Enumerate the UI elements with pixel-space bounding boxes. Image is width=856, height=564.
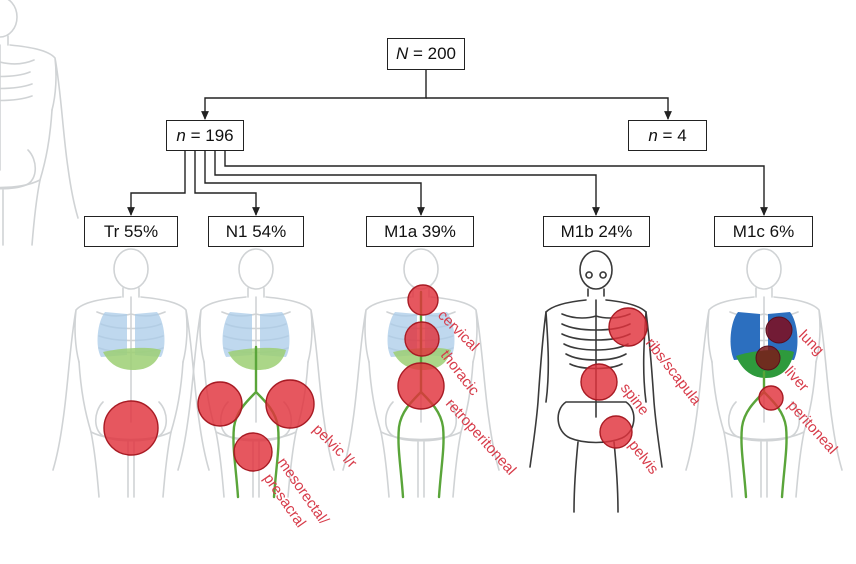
lesion-pelvis bbox=[599, 415, 633, 449]
right-value: = 4 bbox=[662, 125, 687, 145]
lung-left bbox=[97, 312, 127, 357]
stage-label: M1a 39% bbox=[384, 221, 456, 241]
lesion-retroperitoneal bbox=[397, 362, 445, 410]
lesion-ribs-scapula bbox=[608, 307, 648, 347]
root-node: N = 200 bbox=[387, 38, 465, 70]
stage-box-tr: Tr 55% bbox=[84, 216, 178, 247]
lesion-peritoneal bbox=[758, 385, 784, 411]
lymph-nodes bbox=[232, 345, 280, 499]
connector-root-right bbox=[426, 97, 672, 120]
body-figure-m1b bbox=[529, 250, 663, 513]
connector-m1c bbox=[224, 150, 768, 216]
connector-m1a bbox=[204, 150, 425, 216]
liver bbox=[103, 347, 161, 370]
lesion-tumor bbox=[103, 400, 159, 456]
right-node: n = 4 bbox=[628, 120, 707, 151]
lung-left bbox=[730, 312, 760, 360]
stage-label: M1c 6% bbox=[732, 221, 795, 241]
root-value: = 200 bbox=[413, 44, 457, 63]
label-spine: spine bbox=[617, 380, 652, 419]
body-figure-n1 bbox=[177, 248, 335, 499]
lesion-cervical bbox=[407, 284, 439, 316]
connector-m1b bbox=[214, 150, 600, 216]
stage-box-m1a: M1a 39% bbox=[366, 216, 474, 247]
connector-root-left bbox=[201, 70, 427, 120]
stage-label: M1b 24% bbox=[560, 221, 633, 241]
left-node: n = 196 bbox=[166, 120, 244, 151]
root-var: N bbox=[395, 44, 409, 63]
lesion-spine bbox=[580, 363, 618, 401]
connector-n1 bbox=[194, 150, 260, 216]
right-var: n bbox=[648, 125, 658, 145]
label-peritoneal: peritoneal bbox=[784, 397, 841, 457]
lesion-mesorectal bbox=[233, 432, 273, 472]
lesion-liver bbox=[755, 345, 781, 371]
stage-label: Tr 55% bbox=[103, 221, 159, 241]
lesion-pelvic-right bbox=[265, 379, 315, 429]
tree-connectors bbox=[127, 70, 768, 216]
label-pelvis: pelvis bbox=[625, 437, 662, 478]
stage-box-n1: N1 54% bbox=[208, 216, 304, 247]
stage-box-m1b: M1b 24% bbox=[543, 216, 650, 247]
body-figure-m1c bbox=[685, 248, 843, 499]
stage-label: N1 54% bbox=[225, 221, 287, 241]
left-var: n bbox=[176, 125, 186, 145]
stage-box-m1c: M1c 6% bbox=[714, 216, 813, 247]
lesion-thoracic bbox=[404, 321, 440, 357]
lesion-lung bbox=[765, 316, 793, 344]
connector-tr bbox=[127, 150, 186, 216]
left-value: = 196 bbox=[190, 125, 234, 145]
lesion-pelvic-left bbox=[197, 381, 243, 427]
body-figure-tr bbox=[52, 248, 210, 498]
body-figure-m1a bbox=[342, 248, 500, 499]
lung-right bbox=[135, 312, 165, 357]
label-retroperitoneal: retroperitoneal bbox=[442, 395, 519, 478]
